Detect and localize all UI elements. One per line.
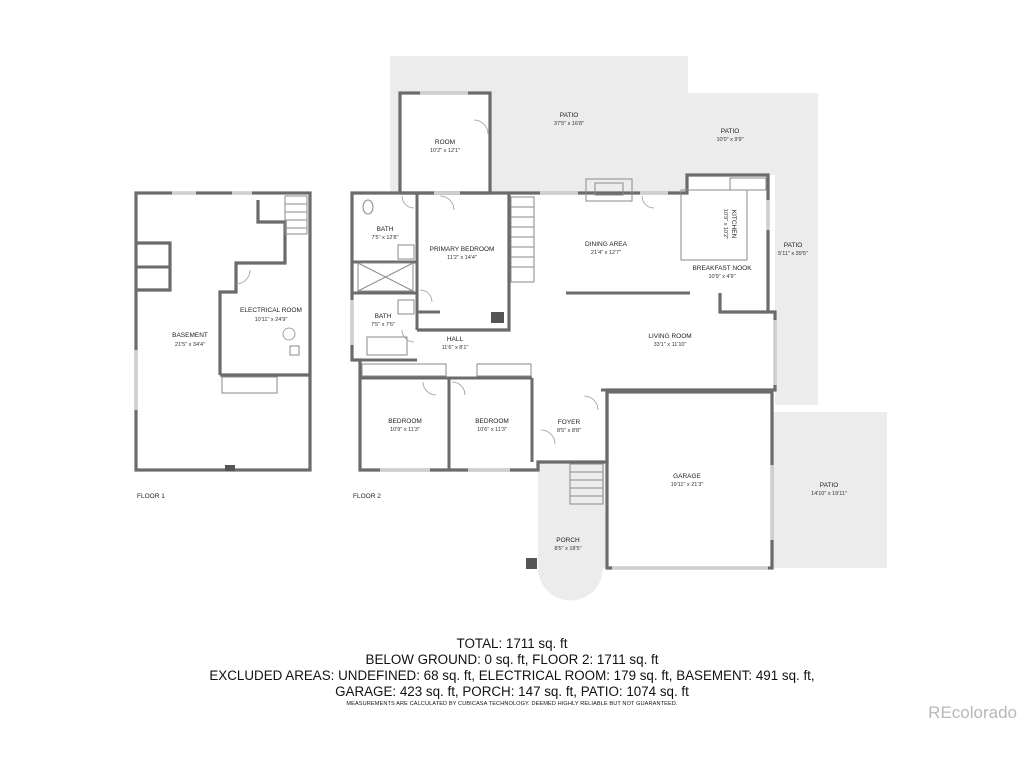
foyer-dims: 8'5" x 8'8" [557, 428, 581, 434]
primary-bedroom-dims: 11'2" x 14'4" [447, 255, 477, 261]
patio-side-dims: 5'11" x 39'5" [778, 251, 808, 257]
excluded-areas-line-2: GARAGE: 423 sq. ft, PORCH: 147 sq. ft, P… [335, 684, 689, 699]
living-room-dims: 33'1" x 11'10" [654, 342, 687, 348]
floor-1-plan [134, 191, 312, 472]
garage-dims: 19'11" x 21'3" [671, 482, 704, 488]
living-room-label: LIVING ROOM [648, 333, 691, 340]
garage-outline [605, 390, 774, 570]
kitchen-label: KITCHEN [730, 210, 737, 239]
patio-bottom-area [772, 412, 887, 568]
hall-dims: 11'6" x 8'1" [442, 345, 469, 351]
electrical-room-walls [218, 200, 287, 375]
patio-side-label: PATIO [784, 242, 803, 249]
brand-watermark: REcolorado [928, 703, 1017, 722]
dining-area-label: DINING AREA [585, 241, 628, 248]
patio-bottom-dims: 14'10" x 19'11" [811, 491, 847, 497]
below-ground-area: BELOW GROUND: 0 sq. ft, FLOOR 2: 1711 sq… [365, 652, 659, 667]
porch-label: PORCH [556, 537, 580, 544]
bedroom-2-label: BEDROOM [475, 418, 509, 425]
dining-area-dims: 21'4" x 12'7" [591, 250, 621, 256]
hall-label: HALL [447, 336, 464, 343]
area-summary: TOTAL: 1711 sq. ft BELOW GROUND: 0 sq. f… [0, 636, 1024, 707]
interior-walls [352, 193, 768, 470]
floor-1-label: FLOOR 1 [137, 493, 165, 500]
kitchen-label-group: KITCHEN 10'9" x 10'2" [722, 209, 737, 239]
bath-2-label: BATH [375, 313, 392, 320]
bath-1-label: BATH [377, 226, 394, 233]
primary-bedroom-label: PRIMARY BEDROOM [430, 246, 495, 253]
bedroom-1-dims: 10'9" x 11'3" [390, 427, 420, 433]
main-stairs [510, 196, 535, 283]
bath-1-dims: 7'5" x 12'8" [371, 235, 398, 241]
bedroom-1-label: BEDROOM [388, 418, 422, 425]
patio-top-label: PATIO [560, 112, 579, 119]
porch-stairs [569, 463, 604, 505]
patio-top-right-dims: 10'0" x 9'9" [716, 137, 743, 143]
excluded-areas-line-1: EXCLUDED AREAS: UNDEFINED: 68 sq. ft, EL… [209, 668, 815, 683]
measurement-disclaimer: MEASUREMENTS ARE CALCULATED BY CUBICASA … [346, 701, 678, 707]
outdoor-areas [390, 56, 887, 601]
porch-area [538, 462, 605, 601]
floor-2-plan [350, 91, 777, 570]
basement-outline [134, 191, 312, 472]
electrical-room-dims: 10'11" x 24'9" [255, 317, 288, 323]
patio-bottom-label: PATIO [820, 482, 839, 489]
breakfast-nook-dims: 10'9" x 4'9" [708, 274, 735, 280]
fixtures [357, 177, 767, 377]
windows [350, 91, 777, 570]
basement-stairs [284, 195, 308, 235]
electrical-room-label: ELECTRICAL ROOM [240, 307, 302, 314]
room-dims: 10'2" x 12'1" [430, 148, 460, 154]
patio-top-area [390, 56, 818, 405]
room-label: ROOM [435, 139, 455, 146]
electrical-panel-icon [282, 327, 296, 341]
basement-label: BASEMENT [172, 332, 208, 339]
patio-top-dims: 37'5" x 16'8" [554, 121, 584, 127]
basement-dims: 21'5" x 34'4" [175, 342, 205, 348]
garage-label: GARAGE [673, 473, 701, 480]
bedroom-2-dims: 10'6" x 11'3" [477, 427, 507, 433]
door-swings [401, 119, 655, 445]
total-area: TOTAL: 1711 sq. ft [456, 636, 568, 651]
porch-dims: 8'5" x 18'5" [554, 546, 581, 552]
breakfast-nook-label: BREAKFAST NOOK [692, 265, 752, 272]
kitchen-dims: 10'9" x 10'2" [722, 209, 728, 239]
bath-2-dims: 7'5" x 7'6" [371, 322, 395, 328]
floor-2-label: FLOOR 2 [353, 493, 381, 500]
foyer-label: FOYER [558, 419, 581, 426]
patio-top-right-label: PATIO [721, 128, 740, 135]
